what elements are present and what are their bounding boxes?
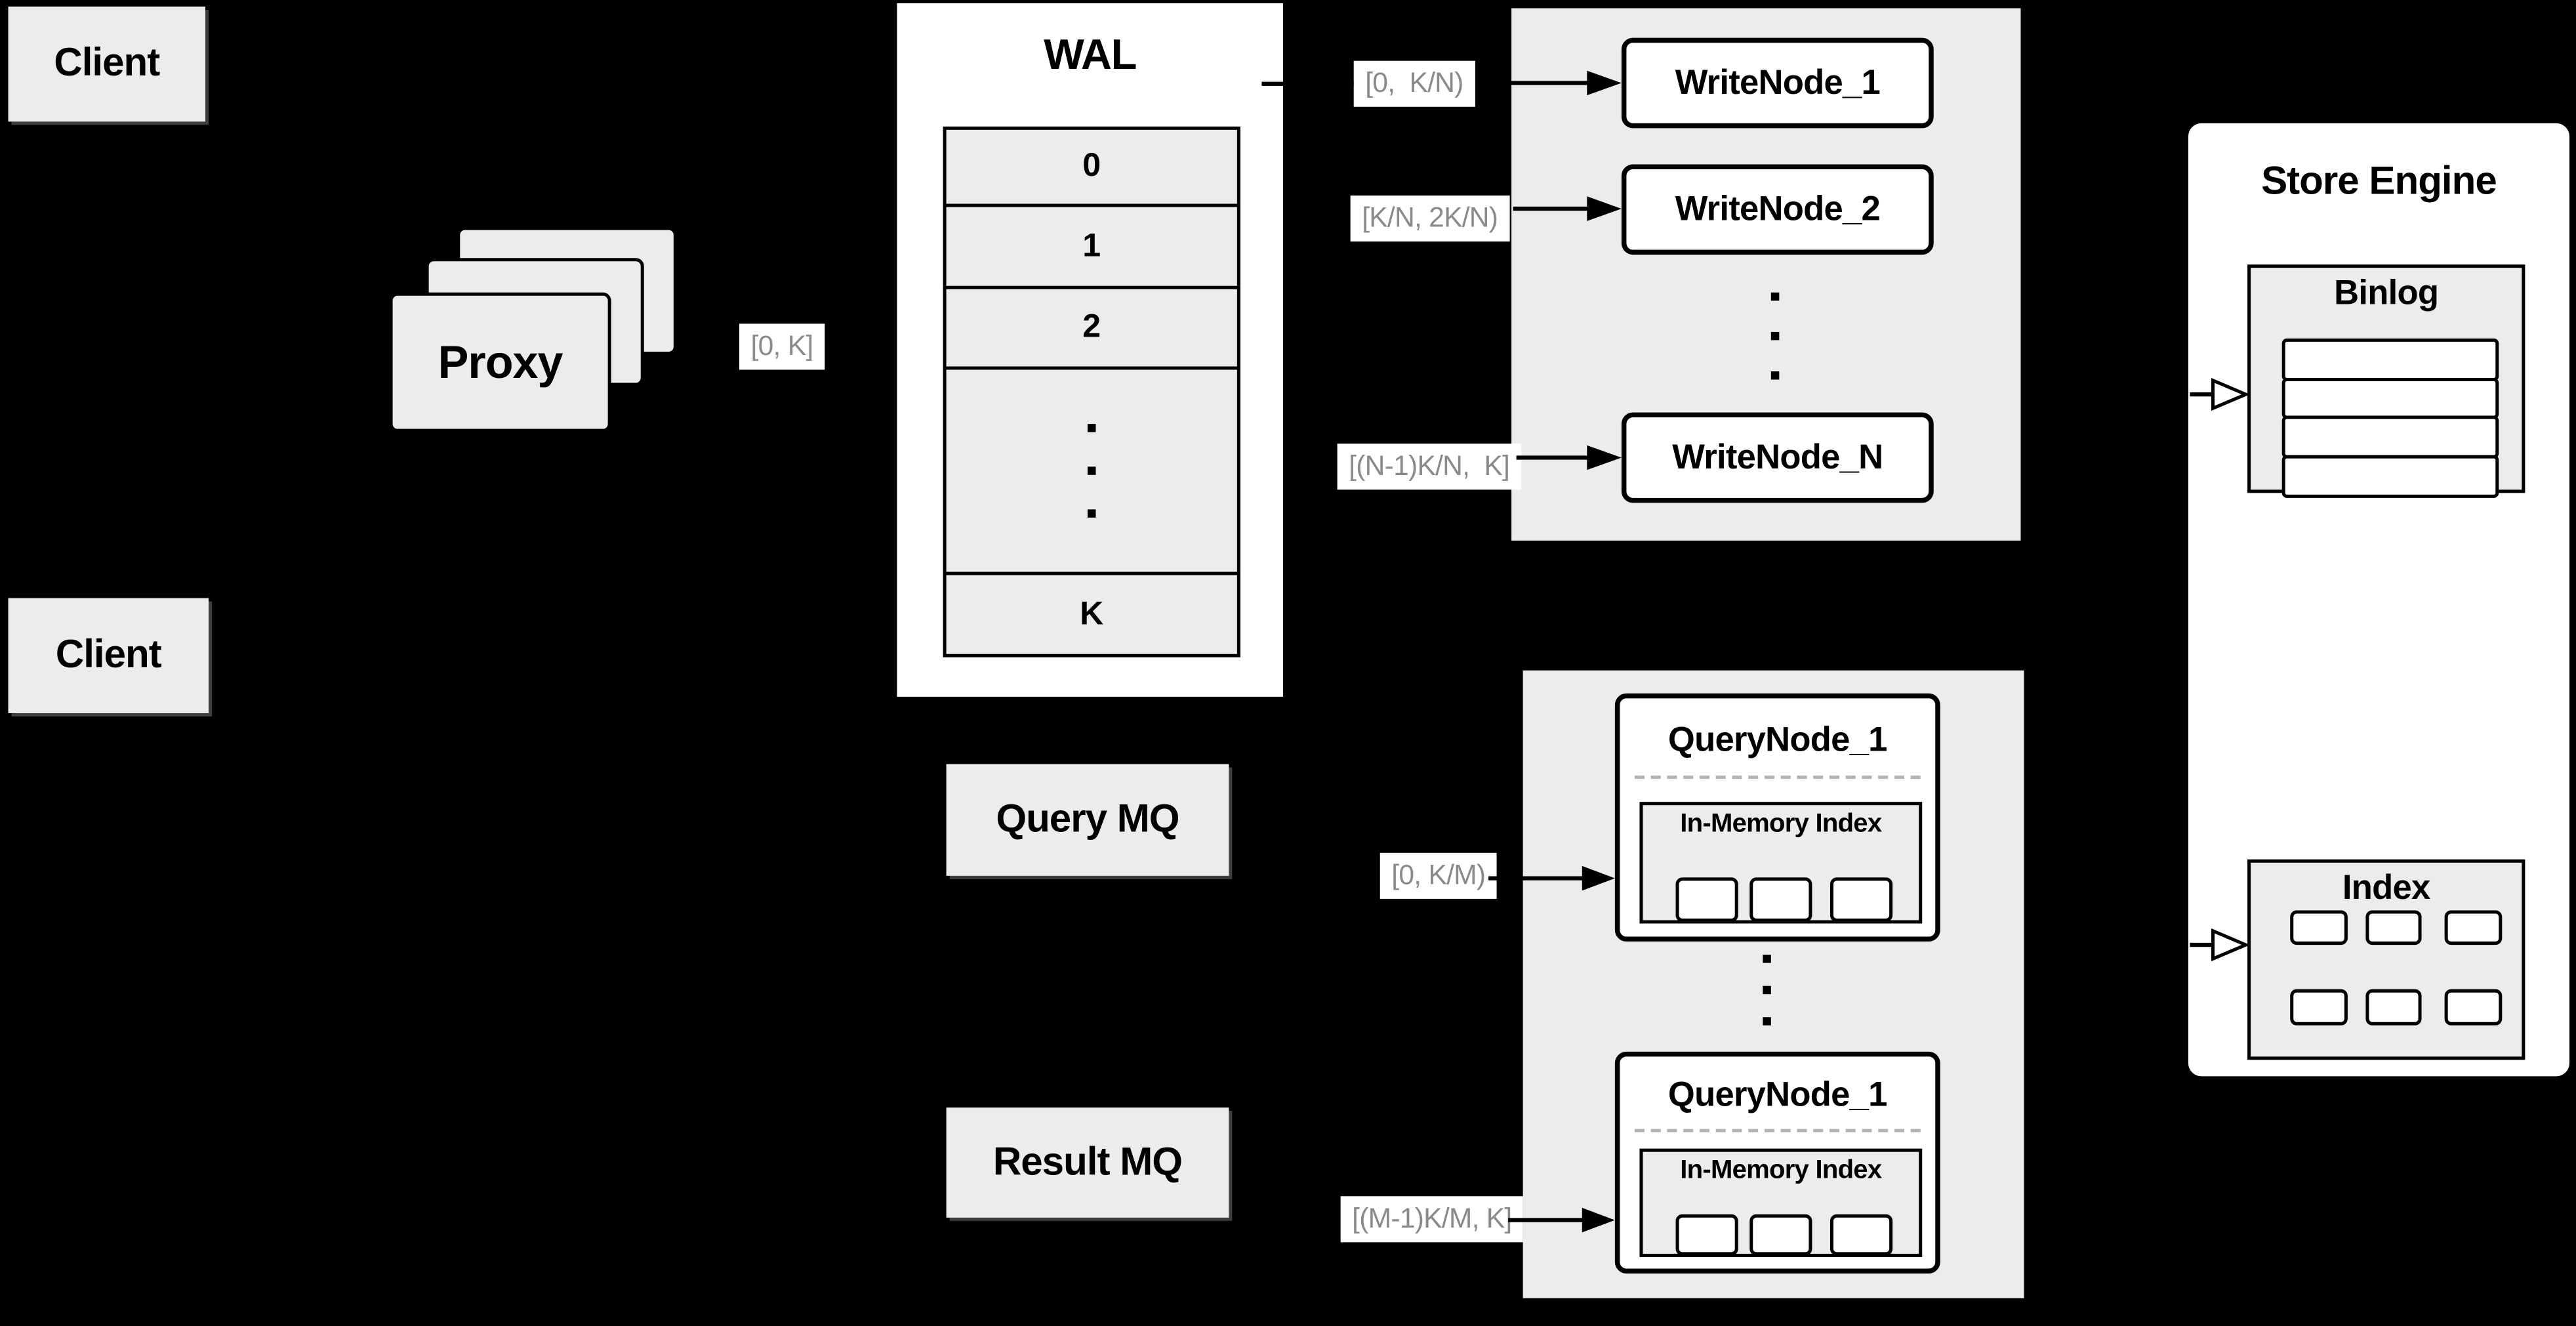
wal-segment-1: 1 bbox=[943, 203, 1240, 289]
memory-cell bbox=[1749, 1214, 1812, 1256]
index-cell bbox=[2444, 910, 2503, 945]
ellipsis-dot bbox=[1770, 291, 1779, 300]
store-engine-title: Store Engine bbox=[2261, 159, 2497, 204]
index-cell bbox=[2290, 910, 2348, 945]
wal-container: WAL 0 1 2 K bbox=[897, 3, 1283, 697]
ellipsis-dot bbox=[1762, 985, 1770, 993]
write-range-label-1: [0, K/N) bbox=[1353, 60, 1475, 107]
query-node-bottom-title: QueryNode_1 bbox=[1667, 1076, 1888, 1115]
arrow-head-writenode-2-icon bbox=[1587, 196, 1622, 221]
write-node-1-label: WriteNode_1 bbox=[1675, 63, 1881, 102]
ellipsis-dot bbox=[1087, 509, 1096, 518]
index-cell bbox=[2444, 989, 2503, 1026]
in-memory-index-bottom-label: In-Memory Index bbox=[1680, 1157, 1882, 1185]
query-node-bottom: QueryNode_1 In-Memory Index bbox=[1614, 1051, 1940, 1274]
ellipsis-dot bbox=[1087, 424, 1096, 432]
wal-ellipsis bbox=[943, 366, 1240, 575]
wal-segment-2: 2 bbox=[943, 285, 1240, 370]
arrow-head-querynode-top-icon bbox=[1582, 865, 1615, 891]
dashed-divider bbox=[1634, 1129, 1921, 1132]
wal-title: WAL bbox=[1044, 30, 1137, 79]
memory-cell bbox=[1675, 1214, 1738, 1256]
dashed-divider bbox=[1634, 776, 1921, 779]
query-mq-label: Query MQ bbox=[996, 797, 1179, 842]
ellipsis-dot bbox=[1762, 1016, 1770, 1025]
write-range-label-n: [(N-1)K/N, K] bbox=[1337, 444, 1521, 490]
binlog-title: Binlog bbox=[2334, 274, 2439, 312]
query-node-ellipsis bbox=[1733, 947, 1799, 1032]
arrow-head-writenode-n-icon bbox=[1587, 445, 1622, 470]
query-mq-box: Query MQ bbox=[946, 764, 1229, 876]
arrow-head-writenode-1-icon bbox=[1587, 70, 1622, 96]
write-node-ellipsis bbox=[1742, 263, 1807, 407]
binlog-row bbox=[2281, 455, 2499, 498]
write-node-1: WriteNode_1 bbox=[1621, 37, 1934, 129]
in-memory-index-top: In-Memory Index bbox=[1639, 802, 1923, 924]
write-node-n-label: WriteNode_N bbox=[1672, 438, 1883, 476]
proxy-label: Proxy bbox=[438, 336, 563, 387]
arrow-head-querynode-bottom-icon bbox=[1582, 1207, 1615, 1233]
write-node-2-label: WriteNode_2 bbox=[1675, 190, 1881, 228]
result-mq-box: Result MQ bbox=[946, 1108, 1229, 1218]
wal-segment-k: K bbox=[943, 571, 1240, 657]
ellipsis-dot bbox=[1770, 331, 1779, 340]
memory-cell bbox=[1675, 877, 1738, 922]
query-range-label-m: [(M-1)K/M, K] bbox=[1340, 1196, 1524, 1243]
hollow-arrow-head-index-icon bbox=[2211, 928, 2251, 962]
client-bottom-label: Client bbox=[55, 632, 162, 677]
client-top-label: Client bbox=[54, 41, 160, 86]
query-node-top: QueryNode_1 In-Memory Index bbox=[1614, 693, 1940, 942]
ellipsis-dot bbox=[1762, 953, 1770, 963]
index-cell bbox=[2365, 910, 2422, 945]
index-box: Index bbox=[2247, 859, 2525, 1060]
index-cell bbox=[2290, 989, 2348, 1026]
client-box-top: Client bbox=[8, 7, 206, 122]
index-title: Index bbox=[2342, 869, 2430, 907]
memory-cell bbox=[1830, 877, 1893, 922]
index-cell bbox=[2365, 989, 2422, 1026]
ellipsis-dot bbox=[1770, 370, 1779, 379]
ellipsis-dot bbox=[1087, 466, 1096, 475]
in-memory-index-bottom: In-Memory Index bbox=[1639, 1148, 1923, 1257]
in-memory-index-top-label: In-Memory Index bbox=[1680, 810, 1882, 839]
wal-segment-table: 0 1 2 K bbox=[943, 126, 1240, 657]
proxy-box: Proxy bbox=[389, 292, 611, 432]
binlog-rows bbox=[2281, 338, 2499, 498]
client-box-bottom: Client bbox=[8, 598, 209, 713]
memory-cell bbox=[1749, 877, 1812, 922]
query-node-top-title: QueryNode_1 bbox=[1667, 721, 1888, 760]
query-range-label-1: [0, K/M) bbox=[1380, 852, 1497, 899]
proxy-output-range-label: [0, K] bbox=[739, 323, 825, 370]
hollow-arrow-head-binlog-icon bbox=[2211, 377, 2251, 411]
memory-cell bbox=[1830, 1214, 1893, 1256]
write-node-2: WriteNode_2 bbox=[1621, 164, 1934, 255]
write-node-n: WriteNode_N bbox=[1621, 412, 1934, 503]
write-range-label-2: [K/N, 2K/N) bbox=[1350, 196, 1509, 242]
result-mq-label: Result MQ bbox=[992, 1139, 1183, 1184]
